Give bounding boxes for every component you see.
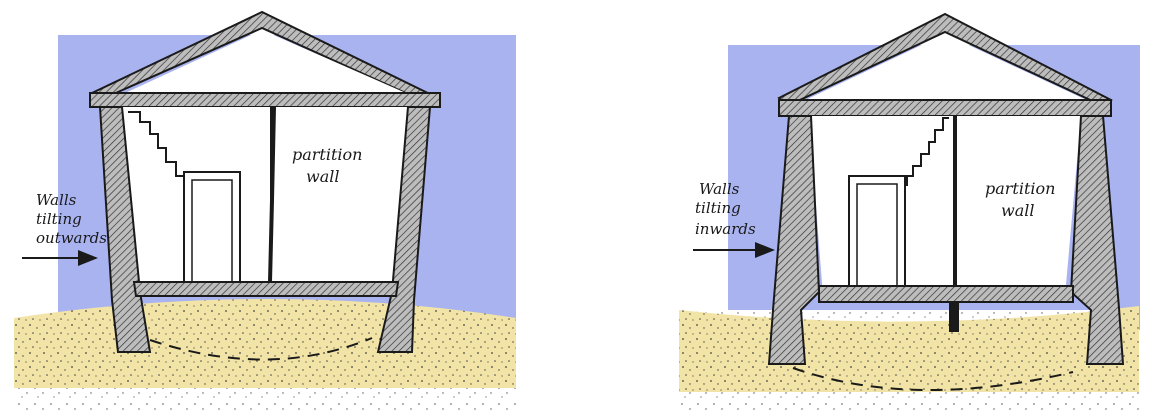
floor-slab xyxy=(134,282,398,296)
diagram-panel-outwards: Walls tilting outwards partition wall xyxy=(0,0,583,412)
partition-label-line-2: wall xyxy=(1001,201,1034,220)
partition-label-line-1: partition xyxy=(985,179,1055,198)
arrow-label-line-2: tilting xyxy=(695,199,741,217)
arrow-label-line-1: Walls xyxy=(36,191,77,209)
interior-room xyxy=(122,107,410,290)
arrow-label-line-2: tilting xyxy=(36,210,82,228)
partition-post xyxy=(949,302,959,332)
arrow-label-line-1: Walls xyxy=(699,180,740,198)
partition-label-line-2: wall xyxy=(306,167,339,186)
ceiling-beam xyxy=(779,100,1111,116)
partition-wall xyxy=(953,116,957,286)
diagram-panel-inwards: Walls tilting inwards partition wall xyxy=(583,0,1166,412)
partition-label-line-1: partition xyxy=(292,145,362,164)
ceiling-beam xyxy=(90,93,440,107)
arrow-label-line-3: outwards xyxy=(36,229,107,247)
arrow-label-line-3: inwards xyxy=(695,220,756,238)
ground-soil xyxy=(14,299,516,388)
floor-slab xyxy=(819,286,1073,302)
